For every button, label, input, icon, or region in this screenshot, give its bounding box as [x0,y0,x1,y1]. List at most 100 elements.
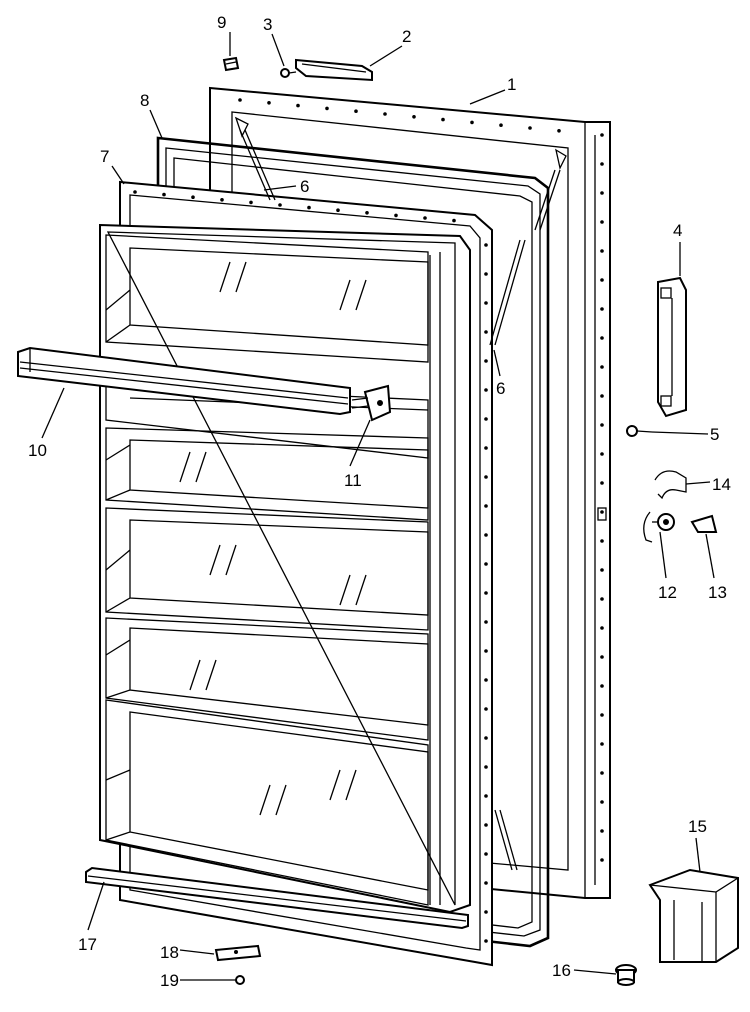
liner-screw-hole [307,205,311,210]
panel-screw-hole [470,120,474,125]
liner-screw-hole [484,910,488,914]
panel-screw-hole [600,568,604,572]
liner-screw-hole [484,533,488,537]
glass-glint [339,279,351,311]
panel-screw-hole [600,278,604,282]
panel-screw-hole [600,539,604,543]
part-13-latch-cam [690,514,718,533]
callout-11: 11 [344,471,362,490]
callout-1: 1 [507,75,516,94]
part-9-plug [222,56,240,72]
liner-screw-hole [484,359,488,363]
liner-screw-hole [484,388,488,392]
panel-screw-hole [600,191,604,195]
part-12-latch [643,511,675,543]
glass-glint [189,659,201,691]
liner-screw-hole [484,562,488,566]
callout-2: 2 [402,27,411,46]
panel-screw-hole [296,103,300,108]
panel-screw-hole [600,597,604,601]
panel-screw-hole [600,626,604,630]
part-5-screw [626,425,653,437]
panel-screw-hole [600,336,604,340]
glass-glint [195,451,207,483]
panel-screw-hole [499,123,503,127]
callout-14: 14 [712,475,731,494]
panel-screw-hole [600,249,604,253]
liner-screw-hole [484,475,488,479]
callout-15: 15 [688,817,707,836]
liner-screw-hole [278,203,282,207]
glass-glint [219,261,231,293]
glass-glint [179,451,191,483]
panel-screw-hole [325,106,329,111]
liner-screw-hole [365,211,369,215]
shelf-5 [105,617,429,741]
liner-screw-hole [484,417,488,421]
panel-screw-hole [600,771,604,775]
callout-12: 12 [658,583,677,602]
glass-glint [225,544,237,576]
callout-17: 17 [78,935,97,954]
part-19-screw [235,975,245,985]
callout-7: 7 [100,147,109,166]
part-14-latch-strike [654,470,687,500]
part-15-bottom-bracket [648,868,739,963]
callout-16: 16 [552,961,571,980]
liner-screw-hole [484,881,488,885]
panel-screw-hole [600,655,604,659]
glass-glint [339,574,351,606]
panel-screw-hole [600,481,604,485]
panel-screw-hole [267,101,271,105]
liner-screw-hole [484,678,488,682]
liner-screw-hole [162,192,166,197]
liner-screw-hole [484,591,488,595]
glass-glint [205,659,217,691]
liner-screw-hole [484,765,488,769]
inner-liner-box [99,223,471,914]
liner-screw-hole [484,794,488,798]
panel-screw-hole [383,112,387,116]
liner-screw-hole [484,823,488,827]
liner-screw-hole [484,272,488,276]
shelf-4 [105,507,429,631]
callout-labels: 9 3 2 1 8 7 6 6 4 5 14 12 13 15 10 11 17… [28,13,731,990]
panel-screw-hole [600,713,604,717]
liner-screw-hole [484,736,488,740]
part-6-support-straps [234,116,567,871]
liner-screw-hole [484,301,488,305]
callout-3: 3 [263,15,272,34]
liner-screw-hole [484,707,488,711]
liner-screw-hole [484,939,488,943]
panel-screw-hole [600,423,604,427]
liner-screw-hole [394,213,398,218]
glass-glint [355,574,367,606]
part-4-door-handle [657,276,687,418]
shelf-6 [105,699,429,906]
panel-screw-hole [354,109,358,113]
liner-screw-hole [484,504,488,508]
liner-screw-hole [249,200,253,205]
callout-6-top: 6 [300,177,309,196]
part-18-clip [214,944,262,962]
panel-screw-hole [600,510,604,514]
panel-screw-hole [600,133,604,137]
glass-glint [355,279,367,311]
panel-screw-hole [600,684,604,688]
panel-screw-hole [600,365,604,369]
panel-screw-hole [441,117,445,122]
part-17-bottom-trim-strip [85,866,469,930]
callout-13: 13 [708,583,727,602]
liner-screw-hole [484,620,488,624]
liner-screw-hole [484,330,488,334]
panel-screw-hole [600,800,604,804]
panel-screw-hole [600,394,604,398]
liner-screw-hole [336,208,340,212]
liner-screw-hole [484,852,488,856]
callout-8: 8 [140,91,149,110]
part-3-screw [280,68,297,78]
callout-6-middle: 6 [496,379,505,398]
panel-screw-hole [412,115,416,119]
panel-screw-hole [600,858,604,862]
liner-screw-hole [191,195,195,199]
